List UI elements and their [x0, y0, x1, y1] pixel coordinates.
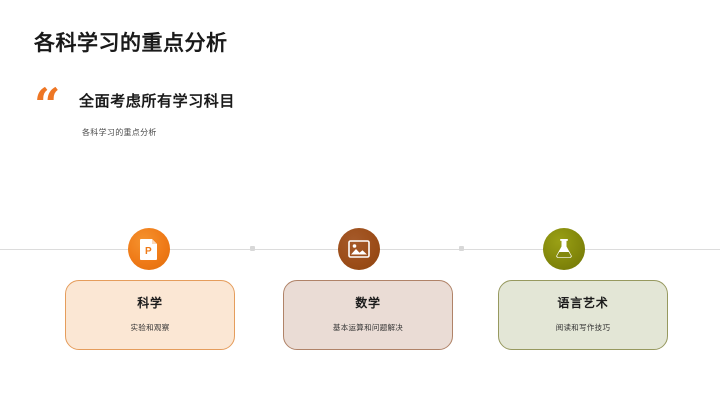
quote-mark-icon: “: [34, 78, 60, 132]
flask-icon: [554, 238, 574, 260]
quote-heading: 全面考虑所有学习科目: [79, 93, 236, 110]
card-title: 语言艺术: [557, 296, 609, 310]
quote-text-group: 全面考虑所有学习科目 各科学习的重点分析: [79, 90, 235, 138]
document-icon: P: [139, 238, 159, 260]
timeline-node-language-arts[interactable]: [543, 228, 585, 270]
card-description: 阅读和写作技巧: [555, 323, 611, 332]
quote-block: “ 全面考虑所有学习科目 各科学习的重点分析: [34, 78, 235, 138]
page-title: 各科学习的重点分析: [34, 32, 228, 55]
card-title: 数学: [355, 296, 381, 310]
subject-card-science[interactable]: 科学 实验和观察: [65, 280, 235, 350]
image-icon: [348, 240, 370, 258]
quote-subtitle: 各科学习的重点分析: [82, 128, 157, 137]
card-title: 科学: [137, 296, 163, 310]
card-description: 基本运算和问题解决: [332, 323, 404, 332]
subject-card-language-arts[interactable]: 语言艺术 阅读和写作技巧: [498, 280, 668, 350]
timeline-node-math[interactable]: [338, 228, 380, 270]
timeline-node-science[interactable]: P: [128, 228, 170, 270]
timeline-connector-dot: [250, 246, 255, 251]
card-description: 实验和观察: [130, 323, 170, 332]
timeline-connector-dot: [459, 246, 464, 251]
svg-text:P: P: [145, 246, 152, 257]
subject-card-math[interactable]: 数学 基本运算和问题解决: [283, 280, 453, 350]
